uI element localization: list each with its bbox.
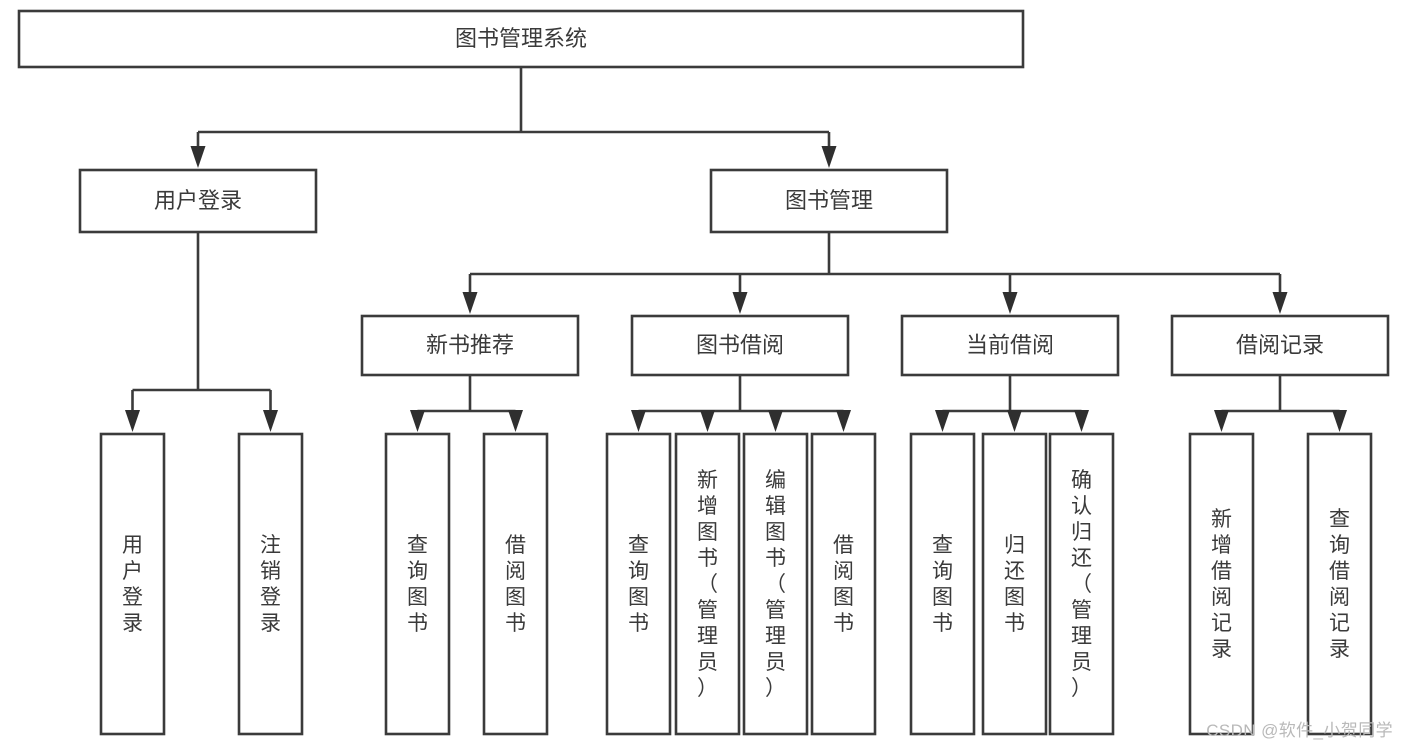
- arrow-head-icon: [768, 410, 783, 432]
- node-label: 用户登录: [154, 188, 242, 213]
- arrow-head-icon: [1332, 410, 1347, 432]
- node-l3-1[interactable]: 图书借阅: [630, 314, 850, 377]
- node-leaf-2[interactable]: 查询图书: [384, 432, 451, 736]
- node-box[interactable]: [237, 432, 304, 736]
- node-label: 当前借阅: [966, 332, 1054, 357]
- arrow-head-icon: [1214, 410, 1229, 432]
- node-box[interactable]: [810, 432, 877, 736]
- node-label: 编辑图书（管理员）: [765, 469, 786, 700]
- node-label: 确认归还（管理员）: [1071, 469, 1092, 700]
- node-label: 图书管理: [785, 188, 873, 213]
- arrow-head-icon: [732, 292, 748, 314]
- node-leaf-0[interactable]: 用户登录: [99, 432, 166, 736]
- node-label: 归还图书: [1004, 534, 1025, 635]
- arrow-head-icon: [836, 410, 851, 432]
- node-leaf-10[interactable]: 确认归还（管理员）: [1048, 432, 1115, 736]
- arrow-head-icon: [125, 410, 140, 432]
- node-l3-2[interactable]: 当前借阅: [900, 314, 1120, 377]
- node-box[interactable]: [630, 314, 850, 377]
- node-label: 借阅记录: [1236, 332, 1324, 357]
- arrow-head-icon: [631, 410, 646, 432]
- arrow-head-icon: [410, 410, 425, 432]
- node-leaf-4[interactable]: 查询图书: [605, 432, 672, 736]
- node-box[interactable]: [900, 314, 1120, 377]
- node-box[interactable]: [99, 432, 166, 736]
- arrow-head-icon: [1272, 292, 1288, 314]
- arrow-head-icon: [190, 146, 206, 168]
- arrow-head-icon: [508, 410, 523, 432]
- arrow-head-icon: [1074, 410, 1089, 432]
- node-label: 注销登录: [260, 534, 281, 635]
- node-leaf-5[interactable]: 新增图书（管理员）: [674, 432, 741, 736]
- node-box[interactable]: [384, 432, 451, 736]
- arrow-head-icon: [700, 410, 715, 432]
- node-box[interactable]: [17, 9, 1025, 69]
- arrow-head-icon: [935, 410, 950, 432]
- node-box[interactable]: [78, 168, 318, 234]
- node-leaf-7[interactable]: 借阅图书: [810, 432, 877, 736]
- node-box[interactable]: [482, 432, 549, 736]
- node-l2-0[interactable]: 用户登录: [78, 168, 318, 234]
- node-leaf-11[interactable]: 新增借阅记录: [1188, 432, 1255, 736]
- node-label: 新增图书（管理员）: [697, 469, 718, 700]
- arrow-head-icon: [1002, 292, 1018, 314]
- node-leaf-9[interactable]: 归还图书: [981, 432, 1048, 736]
- node-l3-3[interactable]: 借阅记录: [1170, 314, 1390, 377]
- node-label: 新书推荐: [426, 332, 514, 357]
- node-box[interactable]: [674, 432, 741, 736]
- node-box[interactable]: [709, 168, 949, 234]
- node-label: 图书借阅: [696, 332, 784, 357]
- node-label: 图书管理系统: [455, 26, 587, 51]
- node-box[interactable]: [605, 432, 672, 736]
- node-layer: 图书管理系统用户登录图书管理新书推荐图书借阅当前借阅借阅记录用户登录注销登录查询…: [17, 9, 1390, 736]
- watermark-credit: CSDN @软件_小贺同学: [1206, 721, 1393, 740]
- node-box[interactable]: [742, 432, 809, 736]
- node-l2-1[interactable]: 图书管理: [709, 168, 949, 234]
- node-label: 新增借阅记录: [1211, 508, 1232, 661]
- node-box[interactable]: [1306, 432, 1373, 736]
- node-box[interactable]: [981, 432, 1048, 736]
- node-box[interactable]: [360, 314, 580, 377]
- node-label: 用户登录: [122, 534, 143, 635]
- arrow-head-icon: [263, 410, 278, 432]
- arrow-head-icon: [821, 146, 837, 168]
- node-label: 借阅图书: [833, 534, 854, 635]
- node-box[interactable]: [1188, 432, 1255, 736]
- node-label: 查询图书: [407, 534, 428, 635]
- node-box[interactable]: [909, 432, 976, 736]
- node-box[interactable]: [1170, 314, 1390, 377]
- node-leaf-3[interactable]: 借阅图书: [482, 432, 549, 736]
- node-label: 查询图书: [932, 534, 953, 635]
- node-l3-0[interactable]: 新书推荐: [360, 314, 580, 377]
- node-leaf-1[interactable]: 注销登录: [237, 432, 304, 736]
- node-box[interactable]: [1048, 432, 1115, 736]
- node-leaf-12[interactable]: 查询借阅记录: [1306, 432, 1373, 736]
- node-label: 查询借阅记录: [1329, 508, 1350, 661]
- connector-layer: [125, 67, 1347, 432]
- node-root-0[interactable]: 图书管理系统: [17, 9, 1025, 69]
- arrow-head-icon: [462, 292, 478, 314]
- node-label: 借阅图书: [505, 534, 526, 635]
- node-leaf-8[interactable]: 查询图书: [909, 432, 976, 736]
- node-label: 查询图书: [628, 534, 649, 635]
- arrow-head-icon: [1007, 410, 1022, 432]
- node-leaf-6[interactable]: 编辑图书（管理员）: [742, 432, 809, 736]
